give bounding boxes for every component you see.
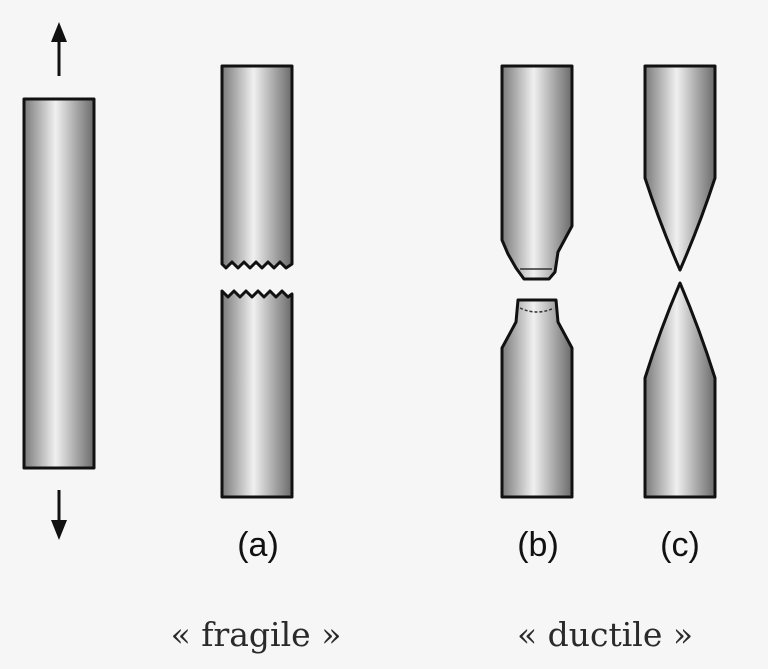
label-b: (b) (517, 526, 559, 564)
brittle-top-half (220, 64, 294, 270)
ductile-specimen-b (500, 64, 574, 499)
ductile-specimen-c (643, 64, 717, 499)
brittle-specimen (220, 64, 294, 499)
unbroken-specimen (22, 97, 96, 470)
ductile-c-top-half (643, 64, 717, 272)
tension-arrow-down (51, 490, 67, 540)
ductile-b-cone-edge (519, 307, 555, 313)
ductile-b-top-half (500, 64, 574, 281)
brittle-bottom-half (220, 289, 294, 499)
ductile-c-bottom-half (643, 281, 717, 499)
caption-fragile: « fragile » (171, 615, 342, 654)
tension-arrow-up (51, 22, 67, 76)
caption-ductile: « ductile » (517, 615, 693, 654)
label-a: (a) (237, 526, 279, 564)
label-c: (c) (660, 526, 700, 564)
ductile-b-bottom-half (500, 298, 574, 499)
